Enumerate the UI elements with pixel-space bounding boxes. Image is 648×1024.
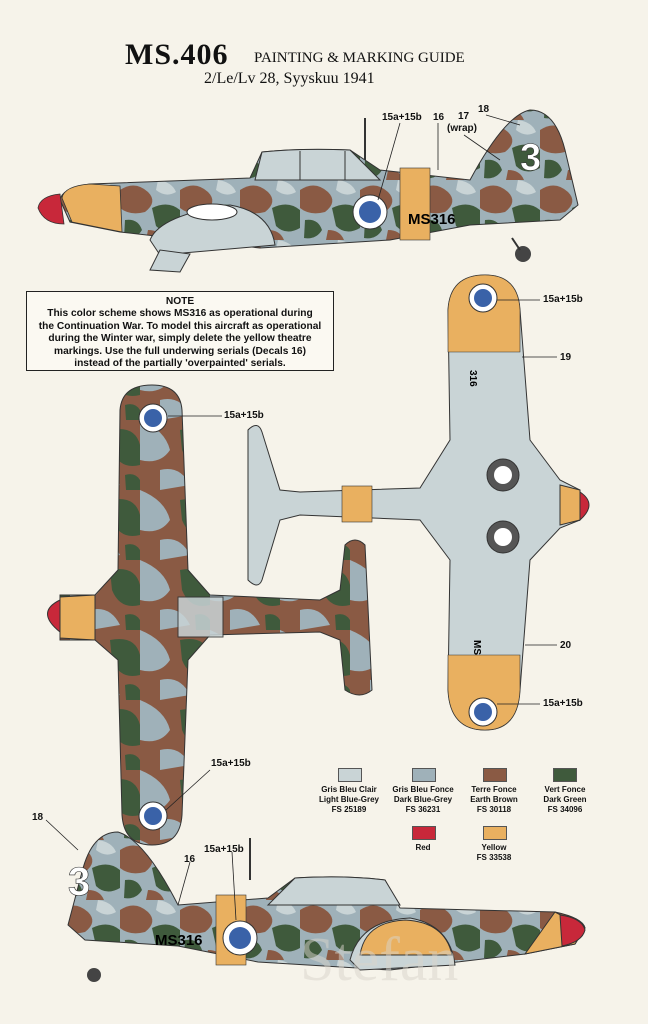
callout-under-20: 20 xyxy=(560,640,572,651)
callout-top-18: 18 xyxy=(478,104,490,115)
serial-top-side: MS316 xyxy=(408,211,456,228)
note-heading: NOTE xyxy=(165,296,195,307)
note-line: during the Winter war, simply delete the… xyxy=(48,333,312,345)
serial-underwing-1: 316 xyxy=(467,370,478,387)
callout-bottom-15a15b: 15a+15b xyxy=(204,844,244,855)
upper-surface-view xyxy=(47,384,373,846)
title-guide: PAINTING & MARKING GUIDE xyxy=(254,50,465,66)
callout-top-17: 17 xyxy=(458,111,470,122)
title-unit: 2/Le/Lv 28, Syyskuu 1941 xyxy=(204,70,375,87)
note-box: NOTE This color scheme shows MS316 as op… xyxy=(26,291,334,371)
callout-under-15a15b-bottom: 15a+15b xyxy=(543,698,583,709)
note-line: This color scheme shows MS316 as operati… xyxy=(47,308,313,320)
swatch-light-blue-grey xyxy=(338,768,362,782)
note-line: instead of the partially 'overpainted' s… xyxy=(74,358,286,370)
leader-lines xyxy=(45,114,557,921)
callout-top-wrap: (wrap) xyxy=(447,123,477,134)
callout-under-19: 19 xyxy=(560,352,572,363)
serial-bottom-side: MS316 xyxy=(155,932,203,949)
side-view-top: MS316 3 xyxy=(37,109,579,273)
swatch-yellow xyxy=(483,826,507,840)
swatch-dark-blue-grey xyxy=(412,768,436,782)
callout-bottom-16: 16 xyxy=(184,854,196,865)
tail-numeral-top: 3 xyxy=(520,137,541,179)
note-line: the Continuation War. To model this airc… xyxy=(38,320,322,332)
callout-bottom-18: 18 xyxy=(32,812,44,823)
swatch-label: Red xyxy=(415,843,431,852)
watermark: Stefan xyxy=(300,926,459,994)
title-model: MS.406 xyxy=(125,38,229,71)
callout-under-15a15b-top: 15a+15b xyxy=(543,294,583,305)
underside-view: 316 MS xyxy=(247,274,590,731)
swatch-earth-brown xyxy=(483,768,507,782)
swatch-red xyxy=(412,826,436,840)
serial-underwing-2: MS xyxy=(471,640,482,655)
callout-upper-15a15b-top: 15a+15b xyxy=(224,410,264,421)
swatch-dark-green xyxy=(553,768,577,782)
callout-top-15a15b: 15a+15b xyxy=(382,112,422,123)
callout-upper-15a15b-bottom: 15a+15b xyxy=(211,758,251,769)
tail-numeral-bottom: 3 xyxy=(68,860,90,904)
callout-top-16: 16 xyxy=(433,112,445,123)
note-line: markings. Use the full underwing serials… xyxy=(54,345,306,357)
side-view-bottom: MS316 3 xyxy=(67,831,586,982)
